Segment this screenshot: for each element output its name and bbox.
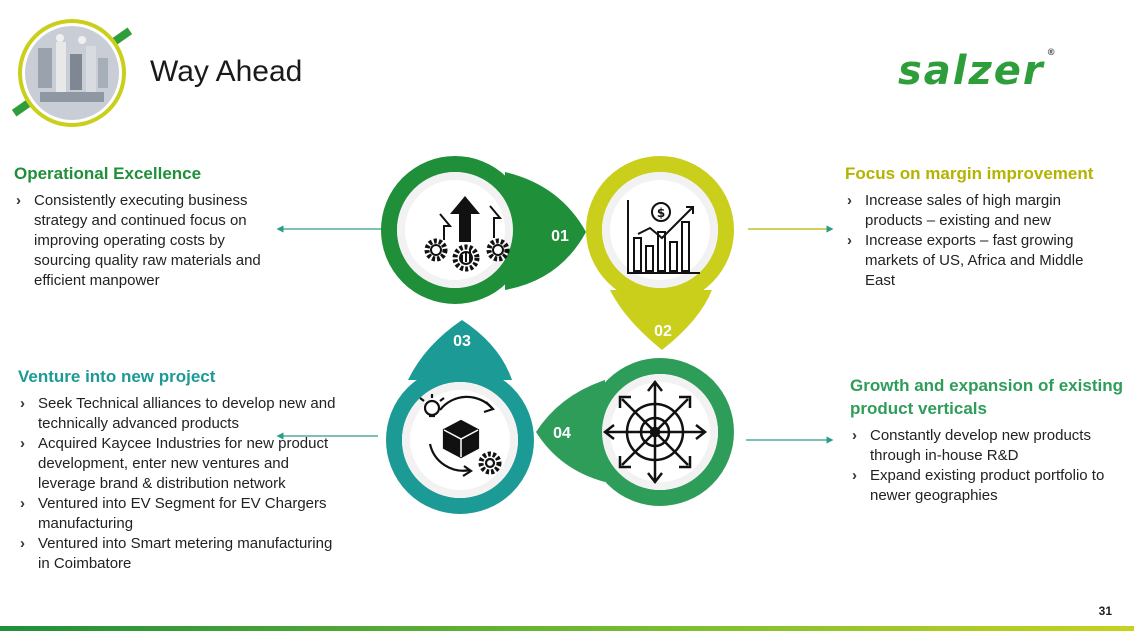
petal-01 [389,156,590,296]
section-heading: Growth and expansion of existing product… [850,374,1125,420]
bullet-list: Consistently executing business strategy… [14,191,279,291]
section-margin-improvement: Focus on margin improvement Increase sal… [845,162,1105,291]
section-operational-excellence: Operational Excellence Consistently exec… [14,162,279,291]
section-number-03: 03 [453,333,471,350]
footer-bar [0,626,1134,631]
page-number: 31 [1099,604,1112,618]
section-number-04: 04 [553,425,571,442]
list-item: Expand existing product portfolio to new… [850,466,1125,506]
expansion-arrows-icon [605,382,705,482]
list-item: Increase sales of high margin products –… [845,191,1105,231]
section-heading: Operational Excellence [14,162,279,185]
section-number-01: 01 [551,228,569,245]
section-heading: Focus on margin improvement [845,162,1105,185]
list-item: Ventured into EV Segment for EV Chargers… [18,494,338,534]
bullet-list: Seek Technical alliances to develop new … [18,394,338,574]
list-item: Ventured into Smart metering manufacturi… [18,534,338,574]
section-new-project: Venture into new project Seek Technical … [18,365,338,574]
bullet-list: Increase sales of high margin products –… [845,191,1105,291]
section-growth-expansion: Growth and expansion of existing product… [850,374,1125,506]
list-item: Constantly develop new products through … [850,426,1125,466]
list-item: Increase exports – fast growing markets … [845,231,1105,291]
section-number-02: 02 [654,323,672,340]
svg-text:$: $ [657,206,665,220]
section-heading: Venture into new project [18,365,338,388]
bullet-list: Constantly develop new products through … [850,426,1125,506]
list-item: Acquired Kaycee Industries for new produ… [18,434,338,494]
list-item: Seek Technical alliances to develop new … [18,394,338,434]
list-item: Consistently executing business strategy… [14,191,279,291]
